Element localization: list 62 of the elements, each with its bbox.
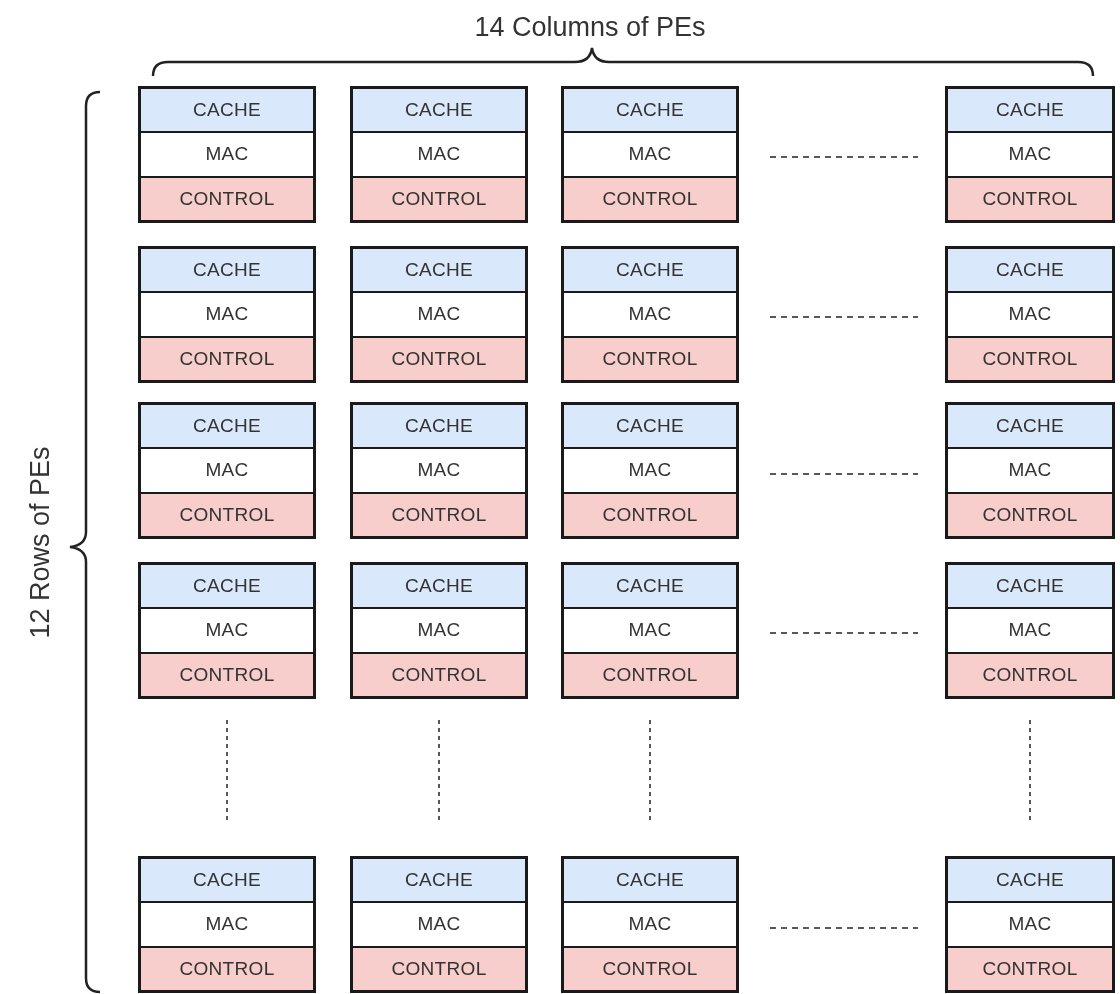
control-section: CONTROL bbox=[948, 945, 1112, 990]
cache-section: CACHE bbox=[141, 859, 313, 902]
processing-element-box bbox=[561, 562, 739, 699]
cache-section: CACHE bbox=[948, 405, 1112, 448]
column-count-label: 14 Columns of PEs bbox=[473, 12, 707, 43]
processing-element-box bbox=[945, 86, 1115, 223]
control-section: CONTROL bbox=[353, 651, 525, 696]
control-section: CONTROL bbox=[948, 335, 1112, 380]
cache-section: CACHE bbox=[353, 565, 525, 608]
processing-element-box bbox=[561, 856, 739, 993]
processing-element-box bbox=[561, 246, 739, 383]
processing-element-box bbox=[350, 86, 528, 223]
processing-element-box bbox=[561, 402, 739, 539]
cache-section: CACHE bbox=[948, 859, 1112, 902]
cache-section: CACHE bbox=[141, 405, 313, 448]
control-section: CONTROL bbox=[353, 175, 525, 220]
control-section: CONTROL bbox=[353, 945, 525, 990]
processing-element-box bbox=[138, 246, 316, 383]
control-section: CONTROL bbox=[948, 651, 1112, 696]
control-section: CONTROL bbox=[353, 335, 525, 380]
cache-section: CACHE bbox=[564, 249, 736, 292]
control-section: CONTROL bbox=[353, 491, 525, 536]
processing-element-box bbox=[945, 402, 1115, 539]
processing-element-box bbox=[138, 856, 316, 993]
control-section: CONTROL bbox=[564, 335, 736, 380]
processing-element-box bbox=[350, 402, 528, 539]
cache-section: CACHE bbox=[353, 249, 525, 292]
cache-section: CACHE bbox=[948, 565, 1112, 608]
cache-section: CACHE bbox=[141, 249, 313, 292]
cache-section: CACHE bbox=[564, 405, 736, 448]
cache-section: CACHE bbox=[564, 89, 736, 132]
control-section: CONTROL bbox=[564, 945, 736, 990]
processing-element-box bbox=[945, 856, 1115, 993]
cache-section: CACHE bbox=[564, 565, 736, 608]
row-count-label: 12 Rows of PEs bbox=[24, 445, 56, 641]
cache-section: CACHE bbox=[141, 89, 313, 132]
control-section: CONTROL bbox=[141, 945, 313, 990]
cache-section: CACHE bbox=[353, 89, 525, 132]
cache-section: CACHE bbox=[948, 89, 1112, 132]
processing-element-box bbox=[138, 86, 316, 223]
cache-section: CACHE bbox=[141, 565, 313, 608]
processing-element-box bbox=[350, 562, 528, 699]
processing-element-box bbox=[138, 402, 316, 539]
control-section: CONTROL bbox=[141, 651, 313, 696]
cache-section: CACHE bbox=[948, 249, 1112, 292]
cache-section: CACHE bbox=[353, 405, 525, 448]
control-section: CONTROL bbox=[948, 491, 1112, 536]
control-section: CONTROL bbox=[948, 175, 1112, 220]
processing-element-box bbox=[350, 856, 528, 993]
processing-element-box bbox=[350, 246, 528, 383]
cache-section: CACHE bbox=[353, 859, 525, 902]
processing-element-box bbox=[945, 562, 1115, 699]
control-section: CONTROL bbox=[564, 491, 736, 536]
control-section: CONTROL bbox=[141, 491, 313, 536]
control-section: CONTROL bbox=[141, 335, 313, 380]
control-section: CONTROL bbox=[141, 175, 313, 220]
control-section: CONTROL bbox=[564, 175, 736, 220]
processing-element-box bbox=[138, 562, 316, 699]
processing-element-box bbox=[945, 246, 1115, 383]
processing-element-box bbox=[561, 86, 739, 223]
control-section: CONTROL bbox=[564, 651, 736, 696]
cache-section: CACHE bbox=[564, 859, 736, 902]
